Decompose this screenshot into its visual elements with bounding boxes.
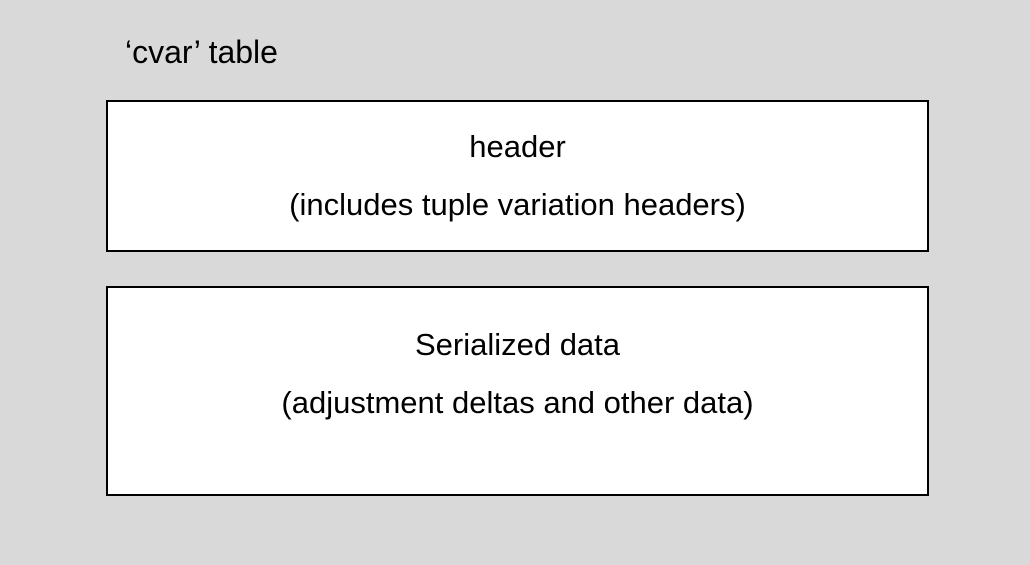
box-header-line2: (includes tuple variation headers) <box>289 187 746 222</box>
diagram-title: ‘cvar’ table <box>125 34 278 70</box>
box-serialized-data-line1: Serialized data <box>414 327 621 362</box>
box-serialized-data: Serialized data (adjustment deltas and o… <box>106 286 929 496</box>
box-header-line1: header <box>469 129 566 164</box>
box-header: header (includes tuple variation headers… <box>106 100 929 252</box>
box-serialized-data-line2: (adjustment deltas and other data) <box>281 385 754 420</box>
